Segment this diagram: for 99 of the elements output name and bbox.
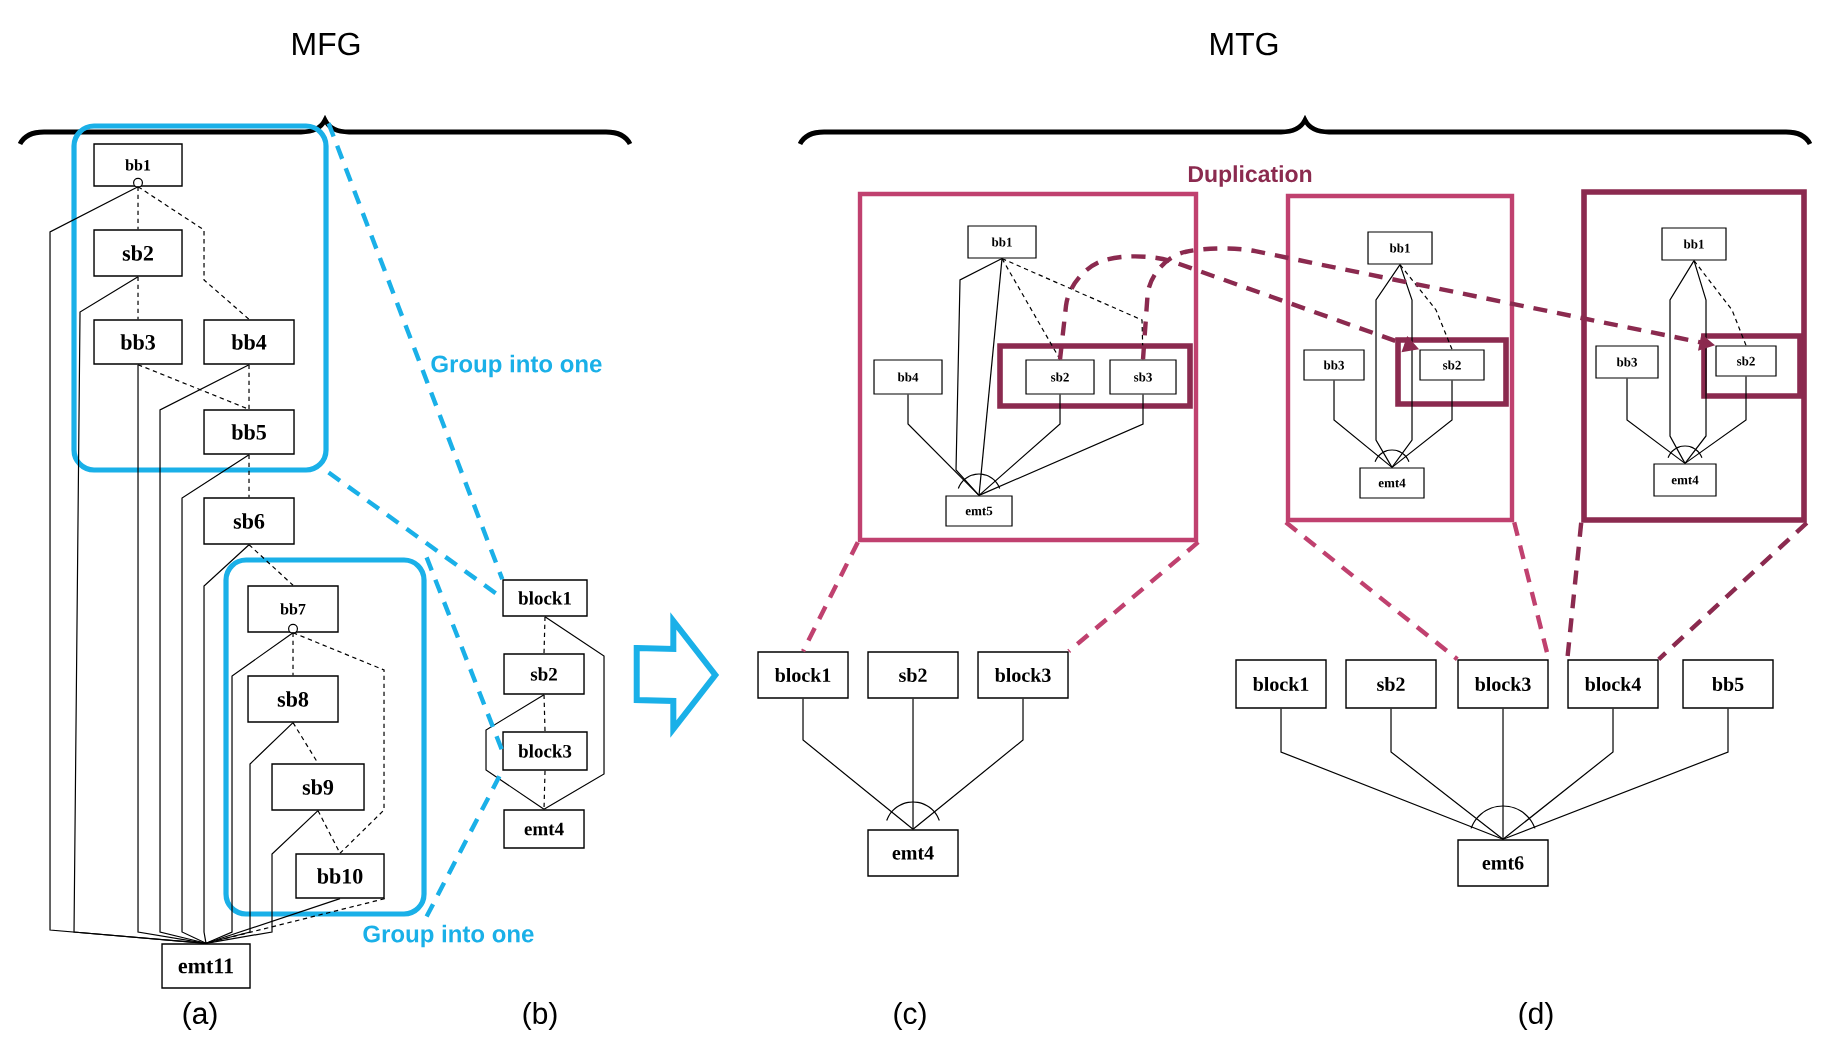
edge-line (1502, 708, 1614, 840)
highlight-frame (1701, 333, 1803, 399)
edge-line (1693, 260, 1747, 346)
edge-line (137, 186, 139, 230)
node-box: bb3 (93, 319, 183, 365)
zoom-inset-frame (1581, 189, 1807, 523)
node-box: bb10 (295, 853, 385, 899)
edge-line (802, 698, 914, 830)
node-box: block3 (502, 731, 588, 771)
zoom-inset-frame (1285, 193, 1515, 523)
leader-line (1284, 520, 1459, 661)
edge-line (543, 616, 605, 810)
edge-line (978, 258, 1003, 496)
panel-label: (c) (894, 1002, 926, 1030)
node-box: sb6 (203, 497, 295, 545)
group-outline (223, 557, 427, 917)
edge-line (137, 276, 139, 320)
edge-line (205, 810, 319, 944)
edge-line (292, 632, 294, 676)
node-box: sb2 (1345, 659, 1437, 709)
edge-line (543, 770, 546, 810)
leader-line (1067, 540, 1200, 653)
node-box: emt6 (1457, 839, 1549, 887)
edge-line (317, 810, 341, 854)
edge-line (73, 276, 207, 944)
edge-line (248, 544, 294, 586)
group-outline (71, 123, 329, 473)
node-box: block1 (1235, 659, 1327, 709)
edge-line (1001, 258, 1061, 360)
edge-line (955, 258, 1003, 496)
node-box: emt4 (503, 809, 585, 849)
leader-line (424, 556, 505, 752)
edge-line (137, 364, 207, 944)
edge-line (137, 186, 250, 320)
edge-line (1502, 708, 1504, 840)
annotation-text: Group into one (431, 354, 602, 378)
node-box: bb7 (247, 585, 339, 634)
node-box: emt11 (161, 943, 251, 989)
edge-line (159, 364, 250, 944)
edge-line (248, 454, 250, 498)
edge-line (1399, 263, 1453, 350)
node-box: emt4 (867, 829, 959, 877)
edge-line (543, 616, 546, 654)
edge-line (907, 393, 980, 496)
node-box: block1 (757, 651, 849, 699)
edge-line (1626, 378, 1686, 464)
node-box: block3 (1457, 659, 1549, 709)
leader-line (1565, 522, 1584, 660)
leader-line (1657, 521, 1809, 661)
edge-line (1391, 380, 1453, 468)
edge-line (1502, 708, 1729, 840)
edge-line (912, 698, 914, 830)
panel-label: (d) (1519, 1002, 1553, 1030)
node-box: bb1 (93, 143, 183, 188)
edge-line (205, 898, 341, 944)
node-box: sb9 (271, 763, 365, 811)
edge-line (1390, 708, 1504, 840)
edge-line (137, 364, 250, 410)
edge-line (1280, 708, 1504, 840)
leader-line (326, 122, 505, 581)
section-heading: MTG (1211, 32, 1278, 56)
zoom-inset-frame (857, 191, 1199, 543)
highlight-frame (1395, 337, 1509, 407)
edge-line (912, 698, 1024, 830)
node-box: bb4 (203, 319, 295, 365)
edge-line (543, 694, 546, 732)
edge-line (1684, 376, 1747, 464)
edge-line (1684, 260, 1707, 464)
leader-line (801, 541, 860, 653)
edge-line (205, 632, 294, 944)
node-box: sb8 (247, 675, 339, 723)
node-box: sb2 (867, 651, 959, 699)
edge-line (205, 898, 386, 944)
highlight-frame (997, 343, 1193, 409)
edge-line (248, 364, 250, 410)
leader-line (424, 769, 505, 918)
node-box: bb5 (1682, 659, 1774, 709)
edge-line (1391, 263, 1413, 468)
block-arrow (633, 612, 720, 738)
edge-line (978, 393, 1061, 496)
edge-line (292, 722, 319, 764)
node-box: block3 (977, 651, 1069, 699)
annotation-text: Group into one (363, 924, 534, 948)
section-heading: MFG (293, 32, 360, 56)
annotation-text: Duplication (1188, 165, 1312, 187)
node-box: sb2 (503, 653, 585, 695)
edge-line (978, 393, 1144, 496)
node-box: block1 (502, 579, 588, 617)
edge-line (203, 544, 250, 944)
edge-line (1669, 260, 1695, 464)
node-box: bb5 (203, 409, 295, 455)
edge-line (292, 632, 385, 854)
edge-line (1333, 380, 1393, 468)
edge-line (1375, 263, 1401, 468)
edge-line (181, 454, 250, 944)
node-box: block4 (1567, 659, 1659, 709)
edge-line (485, 694, 545, 810)
node-box: sb2 (93, 229, 183, 277)
panel-label: (b) (523, 1002, 557, 1030)
